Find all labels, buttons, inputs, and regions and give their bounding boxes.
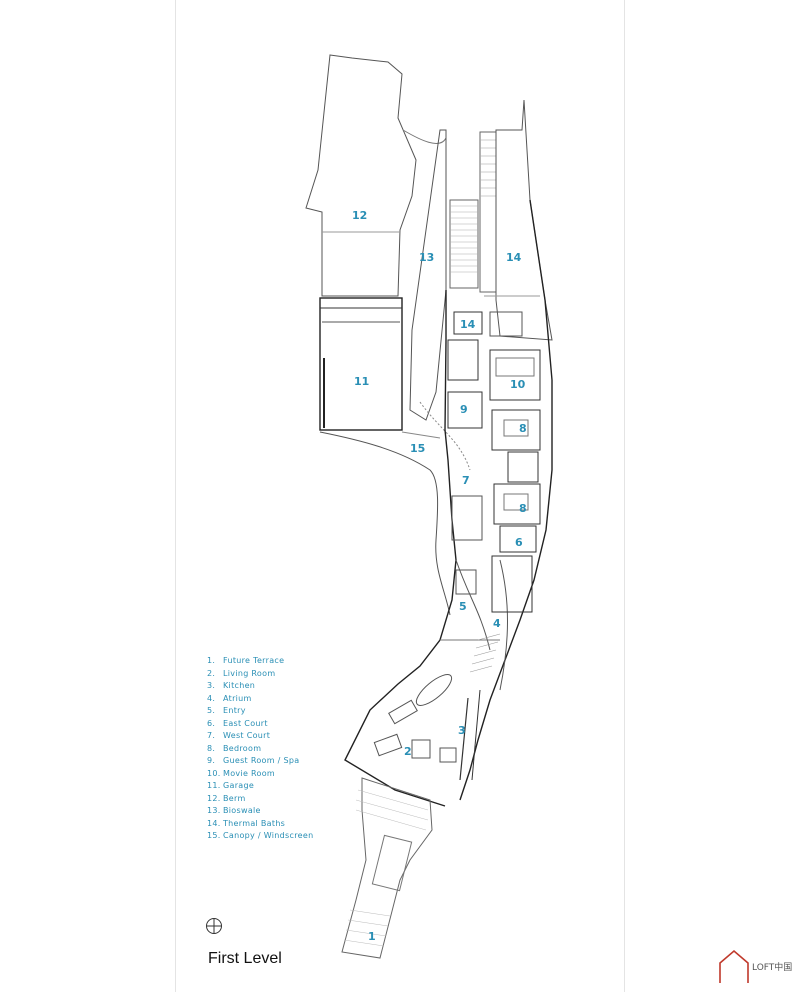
legend-item: 3.Kitchen bbox=[207, 681, 256, 690]
room-label: 1 bbox=[368, 930, 376, 943]
room-label: 4 bbox=[493, 617, 501, 630]
room-label: 5 bbox=[459, 600, 467, 613]
room-label: 15 bbox=[410, 442, 425, 455]
room-label: 8 bbox=[519, 422, 527, 435]
bioswale-outline bbox=[409, 129, 447, 421]
logo-text: LOFT中国 bbox=[752, 963, 793, 973]
room-label: 11 bbox=[354, 375, 369, 388]
room-label: 8 bbox=[519, 502, 527, 515]
room-legend: 1.Future Terrace 2.Living Room 3.Kitchen… bbox=[207, 655, 313, 843]
north-arrow-icon bbox=[206, 918, 222, 934]
room-label: 14 bbox=[506, 251, 522, 264]
house-outline-icon bbox=[719, 949, 749, 983]
room-label: 14 bbox=[460, 318, 476, 331]
room-label: 13 bbox=[419, 251, 434, 264]
house-east-wall bbox=[459, 199, 553, 801]
room-label: 3 bbox=[458, 724, 466, 737]
room-label: 10 bbox=[510, 378, 526, 391]
legend-item: 12.Berm bbox=[207, 793, 246, 803]
legend-item: 6.East Court bbox=[207, 718, 268, 728]
legend-item: 10.Movie Room bbox=[207, 768, 275, 778]
berm-outline bbox=[305, 54, 417, 297]
house-west-wall bbox=[344, 290, 457, 807]
room-label: 7 bbox=[462, 474, 470, 487]
legend-item: 15.Canopy / Windscreen bbox=[207, 831, 314, 840]
thermal-baths-outline bbox=[495, 99, 553, 341]
legend-item: 4.Atrium bbox=[207, 693, 252, 703]
legend-item: 11.Garage bbox=[207, 781, 255, 790]
future-terrace-outline bbox=[341, 777, 433, 959]
room-label: 12 bbox=[352, 209, 367, 222]
legend-item: 7.West Court bbox=[207, 731, 271, 740]
legend-item: 1.Future Terrace bbox=[207, 656, 285, 665]
room-label: 2 bbox=[404, 745, 412, 758]
legend-item: 14.Thermal Baths bbox=[207, 818, 286, 828]
canopy-outline bbox=[319, 431, 451, 616]
legend-item: 8.Bedroom bbox=[207, 743, 262, 753]
legend-item: 2.Living Room bbox=[207, 668, 276, 678]
plan-title: First Level bbox=[208, 950, 282, 967]
legend-item: 5.Entry bbox=[207, 706, 246, 715]
room-label: 9 bbox=[460, 403, 468, 416]
garage-outline bbox=[319, 297, 403, 431]
legend-item: 9.Guest Room / Spa bbox=[207, 756, 300, 765]
legend-item: 13.Bioswale bbox=[207, 806, 261, 815]
room-label: 6 bbox=[515, 536, 523, 549]
